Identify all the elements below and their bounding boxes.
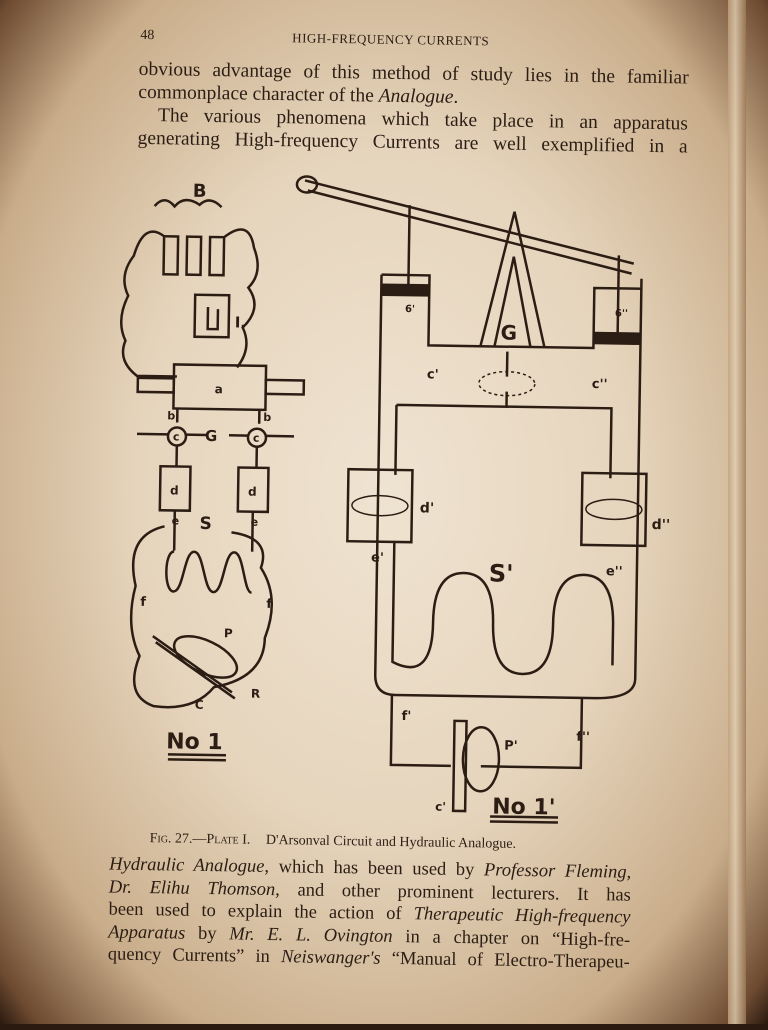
figure-label-c1: c xyxy=(173,430,180,443)
figure-title: D'Arsonval Circuit and Hydraulic Analogu… xyxy=(265,832,517,852)
pump-lever xyxy=(304,179,635,275)
figure-label-B: B xyxy=(193,181,207,202)
figure-label-P: P' xyxy=(504,739,518,754)
bar-right xyxy=(264,378,306,396)
figure-label-f2: f xyxy=(266,597,272,612)
battery-brace xyxy=(153,198,223,209)
tube-inner xyxy=(394,403,613,479)
figure-label-six2: 6'' xyxy=(615,308,628,319)
figure-label-I: I. xyxy=(235,313,247,331)
darsonval-circuit-diagram xyxy=(120,198,306,762)
coil-core xyxy=(206,306,220,331)
battery-cell xyxy=(208,235,226,277)
figure-label-b2: b xyxy=(263,411,271,424)
figure-label-title: No 1' xyxy=(492,794,556,820)
wire-loop-right xyxy=(223,228,259,369)
figure-label-P: P xyxy=(224,626,233,640)
membrane-d-right xyxy=(580,471,648,548)
book-spine xyxy=(728,0,746,1024)
figure-label-c3: c' xyxy=(435,800,446,814)
figure-label-e1: e xyxy=(172,514,180,527)
figure-label-f2: f'' xyxy=(576,730,590,745)
figure-label-six1: 6' xyxy=(405,304,415,315)
wire-loop-left xyxy=(120,230,177,378)
membrane-P-prime xyxy=(461,726,501,793)
leads-b xyxy=(175,408,261,424)
battery-cell xyxy=(162,234,180,276)
solenoid-S xyxy=(165,550,253,594)
text-segment: Apparatus xyxy=(108,921,186,944)
text-segment: Therapeutic High-frequency xyxy=(413,904,631,928)
text-segment: Dr. Elihu Thomson xyxy=(108,876,276,900)
text-segment: Mr. E. L. Ovington xyxy=(229,923,393,947)
cylinders-top xyxy=(381,273,643,350)
figure-label-f1: f' xyxy=(401,709,411,724)
text-segment: Hydraulic Analogue xyxy=(109,854,265,877)
figure-label-c2: c xyxy=(253,432,260,445)
fulcrum-stand xyxy=(479,211,546,348)
piston-left xyxy=(381,283,429,297)
coil-S-prime xyxy=(391,541,615,676)
figure-label-c1: c' xyxy=(427,367,439,382)
text-segment: quency Currents” in xyxy=(107,944,282,968)
figure-label-a: a xyxy=(215,382,223,396)
figure-label-b1: b xyxy=(167,409,175,422)
figure-label-C: C xyxy=(195,698,204,712)
figure-label-e2: e'' xyxy=(606,564,623,579)
spark-gap-rod xyxy=(136,432,295,438)
figure-label-R: R xyxy=(251,687,260,701)
figure-label-e2: e xyxy=(251,516,259,529)
figure-label-c2: c'' xyxy=(592,377,608,392)
figure-label-S: S' xyxy=(489,559,514,587)
tube-f xyxy=(389,694,584,770)
text-segment: Neiswanger's xyxy=(280,947,381,969)
field-lines xyxy=(478,370,536,397)
text-segment: “Manual of Electro-Therapeu- xyxy=(380,948,630,973)
title-underline xyxy=(167,753,226,762)
text-segment: in a chapter on “High-fre- xyxy=(392,926,631,951)
text-segment: Professor Fleming, xyxy=(483,860,632,883)
bottom-paragraph: Hydraulic Analogue, which has been used … xyxy=(108,853,632,974)
bar-left xyxy=(136,376,176,394)
wire-outline-f xyxy=(129,525,274,709)
tube-outer xyxy=(374,274,643,700)
figure-label-G: G xyxy=(205,427,218,445)
membrane-left xyxy=(351,494,409,517)
figure-number: Fig. 27.—Plate I. xyxy=(149,831,251,848)
outlet-c xyxy=(451,719,468,813)
figure-label-f1: f xyxy=(140,595,146,610)
lever-handle xyxy=(295,175,319,194)
title-underline-right xyxy=(489,815,559,824)
wires-e xyxy=(172,445,259,552)
text-segment: by xyxy=(185,923,230,944)
membrane-d-left xyxy=(346,467,414,544)
plate-R xyxy=(152,635,236,700)
figure-label-d2: d'' xyxy=(652,517,671,533)
piston-rods xyxy=(407,205,621,336)
figure-label-S: S xyxy=(199,514,212,534)
induction-coil xyxy=(193,293,231,339)
figure-label-G: G xyxy=(500,321,517,345)
membrane-right xyxy=(585,498,643,521)
figure-label-d1: d xyxy=(170,483,179,497)
hydraulic-analogue-diagram xyxy=(295,175,648,824)
gap-G xyxy=(505,351,509,407)
battery-cell xyxy=(185,235,203,277)
piston-right xyxy=(593,331,640,345)
text-segment: , which has been used by xyxy=(264,856,485,881)
figure-label-e1: e' xyxy=(371,551,384,566)
figure-label-d1: d' xyxy=(420,500,435,516)
text-segment: been used to explain the action of xyxy=(108,899,414,925)
figure-label-d2: d xyxy=(248,485,257,499)
figure-label-title: No 1 xyxy=(166,729,223,755)
